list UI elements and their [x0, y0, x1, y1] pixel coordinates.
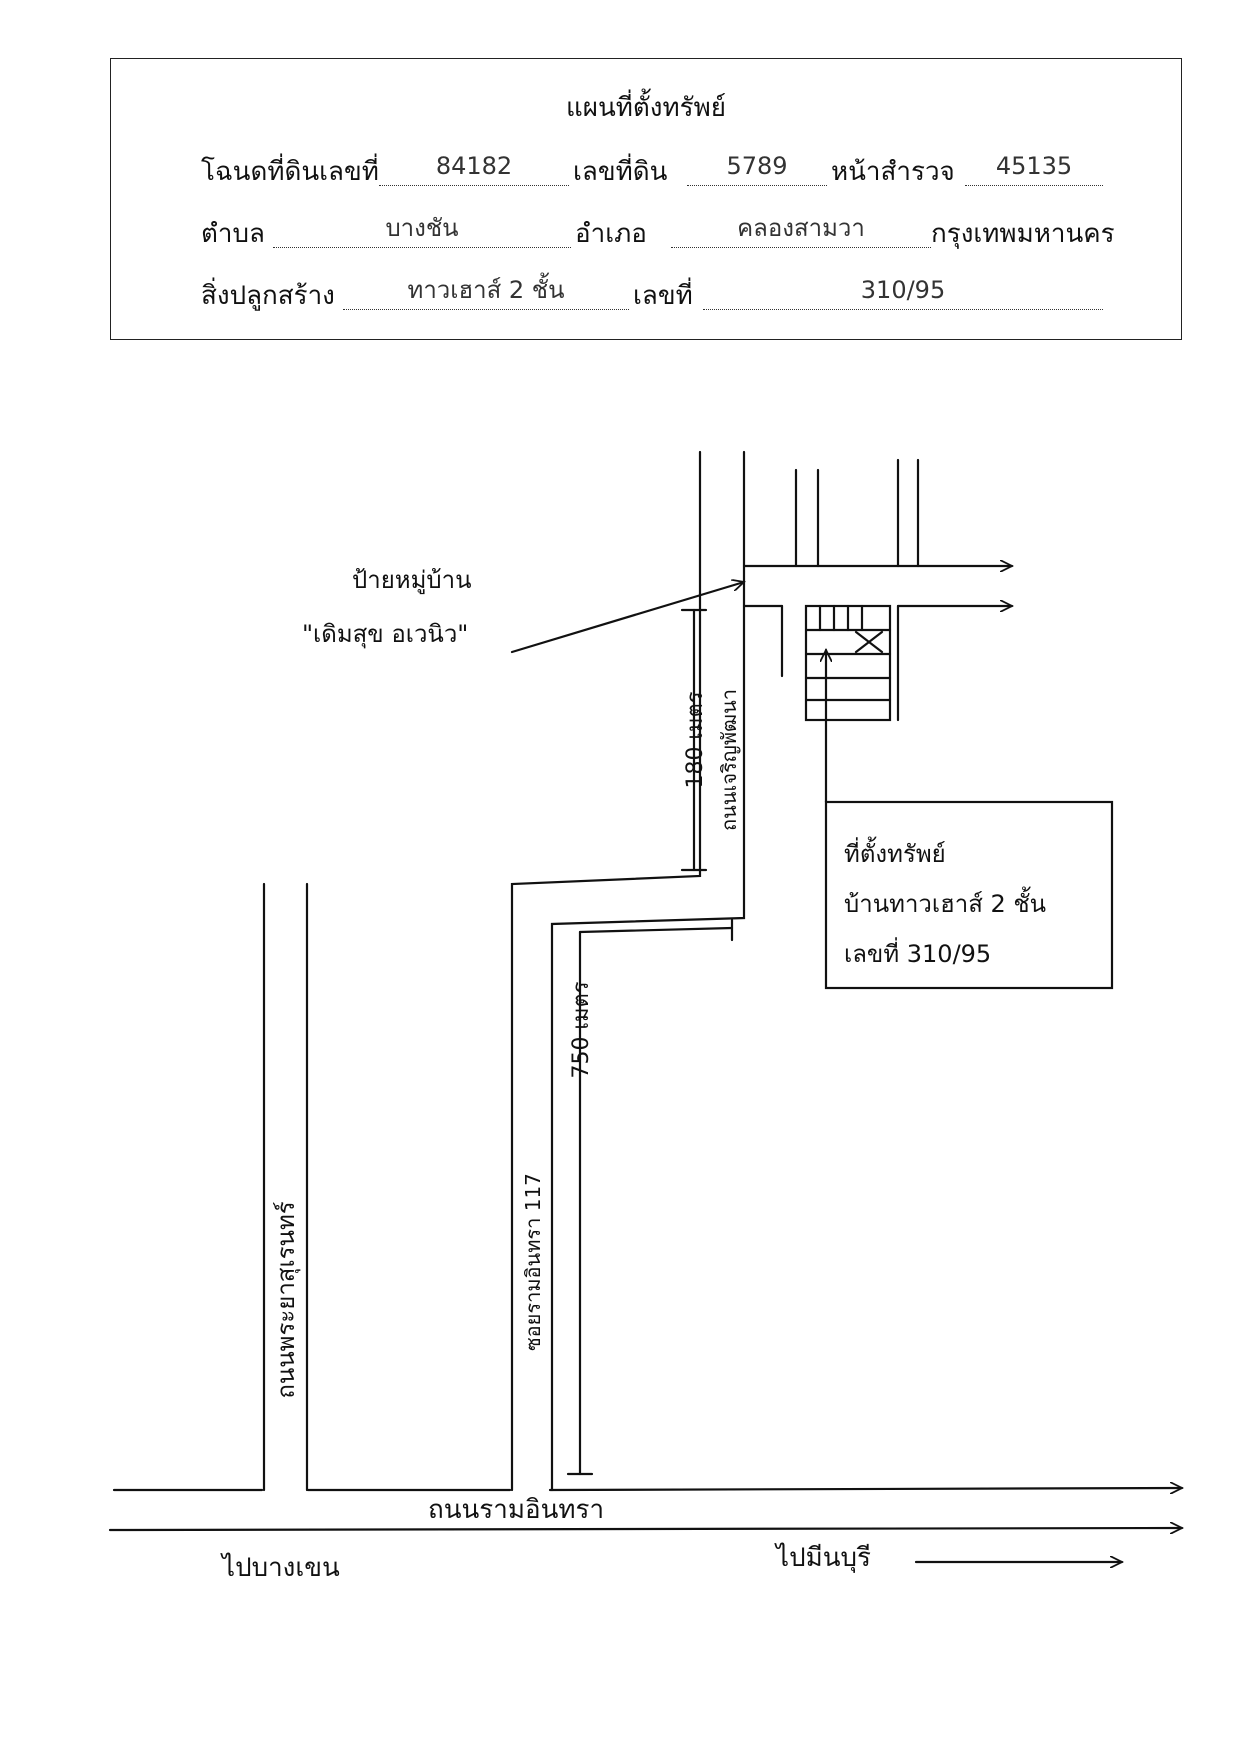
building-row: สิ่งปลูกสร้าง ทาวเฮาส์ 2 ชั้น เลขที่ 310…	[201, 275, 1121, 315]
soi-right-edge	[550, 450, 746, 1492]
land-no-label: เลขที่ดิน	[573, 157, 668, 187]
building-label: สิ่งปลูกสร้าง	[201, 281, 335, 311]
property-label-1: ที่ตั้งทรัพย์	[844, 836, 946, 868]
house-number: 310/95	[703, 275, 1103, 310]
upper-road-label: ถนนเจริญพัฒนา	[717, 689, 741, 831]
village-sign-arrow	[510, 582, 744, 654]
village-sign-label-2: "เดิมสุข อเวนิว"	[302, 620, 468, 649]
survey-number: 45135	[965, 151, 1103, 186]
property-callout-box	[824, 800, 1114, 990]
subdistrict-value: บางชัน	[273, 213, 571, 248]
property-info-box: แผนที่ตั้งทรัพย์ โฉนดที่ดินเลขที่ 84182 …	[110, 58, 1182, 340]
soi-label: ซอยรามอินทรา 117	[521, 1173, 545, 1351]
map-title: แผนที่ตั้งทรัพย์	[566, 93, 726, 123]
soi-left-edge	[510, 450, 702, 1492]
main-road-bottom-edge	[108, 1528, 1182, 1530]
land-number: 5789	[687, 151, 827, 186]
district-value: คลองสามวา	[671, 213, 931, 248]
to-bangkhen-label: ไปบางเขน	[220, 1552, 340, 1583]
deed-label: โฉนดที่ดินเลขที่	[201, 157, 379, 187]
location-row: ตำบล บางชัน อำเภอ คลองสามวา กรุงเทพมหานค…	[201, 213, 1121, 253]
to-minburi-label: ไปมีนบุรี	[774, 1542, 871, 1573]
village-sign-label-1: ป้ายหมู่บ้าน	[352, 566, 472, 595]
property-label-2: บ้านทาวเฮาส์ 2 ชั้น	[844, 886, 1046, 918]
deed-row: โฉนดที่ดินเลขที่ 84182 เลขที่ดิน 5789 หน…	[201, 151, 1121, 191]
province-value: กรุงเทพมหานคร	[931, 219, 1115, 249]
dist-180-label: 180 เมตร	[683, 691, 708, 788]
subdistrict-label: ตำบล	[201, 219, 265, 249]
dim-750-top-leader	[578, 926, 734, 934]
main-road-label: ถนนรามอินทรา	[428, 1495, 604, 1525]
left-road-label: ถนนพระยาสุเรนทร์	[272, 1201, 301, 1398]
house-no-label: เลขที่	[633, 281, 693, 311]
deed-number: 84182	[379, 151, 569, 186]
district-label: อำเภอ	[575, 219, 647, 249]
property-label-3: เลขที่ 310/95	[844, 937, 991, 968]
main-road-top-edge-right	[548, 1488, 1182, 1490]
survey-label: หน้าสำรวจ	[831, 157, 955, 187]
building-value: ทาวเฮาส์ 2 ชั้น	[343, 275, 629, 310]
dist-750-label: 750 เมตร	[569, 981, 594, 1078]
